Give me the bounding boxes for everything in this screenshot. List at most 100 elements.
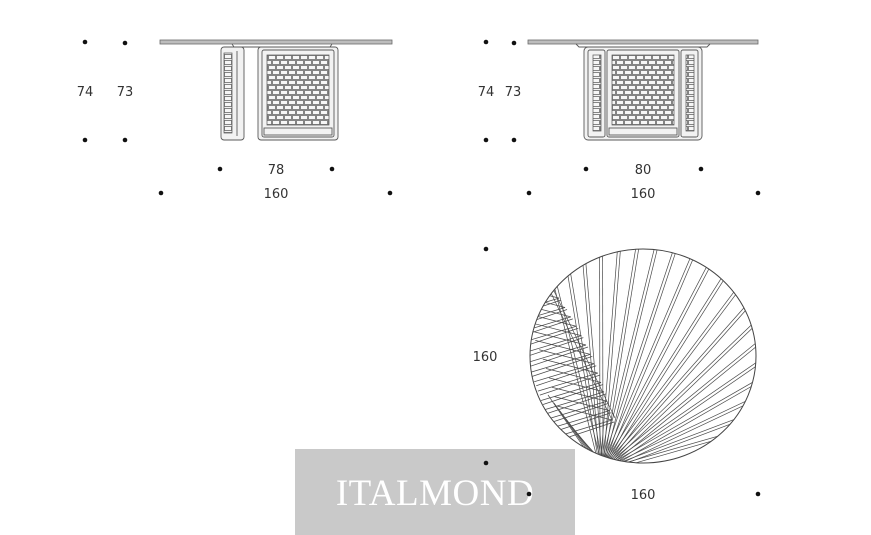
base-side-panel-front [220, 46, 245, 141]
dim-dot [483, 39, 489, 45]
leaf-vein [530, 281, 549, 302]
leaf-vein [530, 321, 582, 336]
leaf-vein [530, 283, 560, 299]
leaf-vein [599, 249, 649, 463]
leaf-vein [602, 249, 604, 463]
leaf-vein [577, 249, 604, 463]
leaf-vein [536, 365, 597, 387]
leaf-vein [599, 249, 672, 463]
top-view: 160 160 [473, 248, 757, 503]
dim-dot [483, 137, 489, 143]
leaf-vein [599, 249, 696, 463]
leaf-vein [601, 264, 756, 463]
leaf-vein [530, 297, 560, 317]
leaf-vein [554, 396, 610, 411]
side-view: 74 73 80 160 [478, 39, 761, 202]
dim-dot [511, 40, 517, 46]
leaf-vein [530, 265, 547, 280]
leaf-vein [545, 368, 602, 383]
dim-dot [82, 39, 88, 45]
round-table-top [529, 248, 757, 464]
leaf-vein [601, 249, 756, 463]
leaf-vein [548, 402, 609, 424]
leaf-vein [599, 249, 756, 463]
leaf-vein [540, 382, 602, 401]
table-top-front [159, 39, 393, 45]
leaf-vein [530, 271, 543, 293]
front-height-base: 73 [117, 85, 134, 100]
leaf-vein [602, 249, 628, 463]
leaf-vein [599, 249, 740, 463]
dim-dot [583, 166, 589, 172]
leaf-vein [530, 249, 601, 463]
leaf-vein [553, 249, 604, 463]
leaf-vein [599, 249, 718, 463]
leaf-vein [530, 337, 584, 358]
leaf-vein [556, 405, 613, 421]
dim-dot [755, 491, 761, 497]
leaf-vein [599, 262, 756, 463]
leaf-vein [550, 249, 601, 463]
leaf-vein [530, 318, 573, 340]
leaf-vein [599, 341, 756, 463]
leaf-vein [539, 269, 613, 421]
dim-dot [483, 246, 489, 252]
base-panel-side [583, 46, 703, 141]
dim-dot [511, 137, 517, 143]
leaf-vein [535, 340, 591, 355]
leaf-vein [602, 249, 698, 463]
leaf-vein [599, 249, 601, 463]
dim-dot [329, 166, 335, 172]
leaf-vein [530, 330, 587, 346]
watermark-text: ITALMOND [336, 473, 534, 514]
dim-dot [483, 460, 489, 466]
leaf-vein [530, 279, 547, 298]
leaf-vein [530, 274, 553, 290]
front-base-width: 78 [268, 163, 285, 178]
leaf-vein [601, 282, 756, 463]
leaf-vein [551, 412, 612, 433]
leaf-vein [549, 410, 610, 429]
leaf-vein [530, 269, 541, 289]
leaf-vein [602, 249, 721, 463]
leaf-vein [599, 280, 756, 463]
leaf-vein [602, 249, 675, 463]
leaf-vein [599, 320, 756, 463]
leaf-vein [546, 400, 607, 420]
dim-dot [698, 166, 704, 172]
side-base-width: 80 [635, 163, 652, 178]
leaf-vein [530, 316, 571, 336]
dim-dot [217, 166, 223, 172]
side-top-width: 160 [631, 187, 656, 202]
leaf-vein [601, 302, 756, 463]
dim-dot [122, 40, 128, 46]
dim-dot [82, 137, 88, 143]
front-height-overall: 74 [77, 85, 94, 100]
side-height-overall: 74 [478, 85, 495, 100]
leaf-vein [548, 377, 605, 393]
dim-dot [158, 190, 164, 196]
leaf-vein [539, 349, 595, 365]
dim-dot [526, 491, 532, 497]
dim-dot [755, 190, 761, 196]
leaf-vein [530, 309, 568, 330]
side-height-base: 73 [505, 85, 522, 100]
leaf-vein [542, 384, 604, 405]
dim-dot [387, 190, 393, 196]
leaf-vein [543, 391, 605, 411]
leaf-vein [574, 249, 601, 463]
front-top-width: 160 [264, 187, 289, 202]
leaf-vein [534, 363, 595, 383]
base-woven-panel-front [257, 46, 339, 141]
top-width: 160 [631, 488, 656, 503]
leaf-vein [530, 346, 589, 368]
leaf-vein [545, 393, 607, 415]
watermark: ITALMOND [295, 449, 575, 535]
leaf-vein [599, 249, 625, 463]
leaf-vein [602, 249, 652, 463]
leaf-vein [599, 299, 756, 463]
leaf-vein [530, 327, 579, 349]
leaf-vein [539, 374, 600, 396]
front-view: 74 73 78 160 [77, 39, 393, 202]
